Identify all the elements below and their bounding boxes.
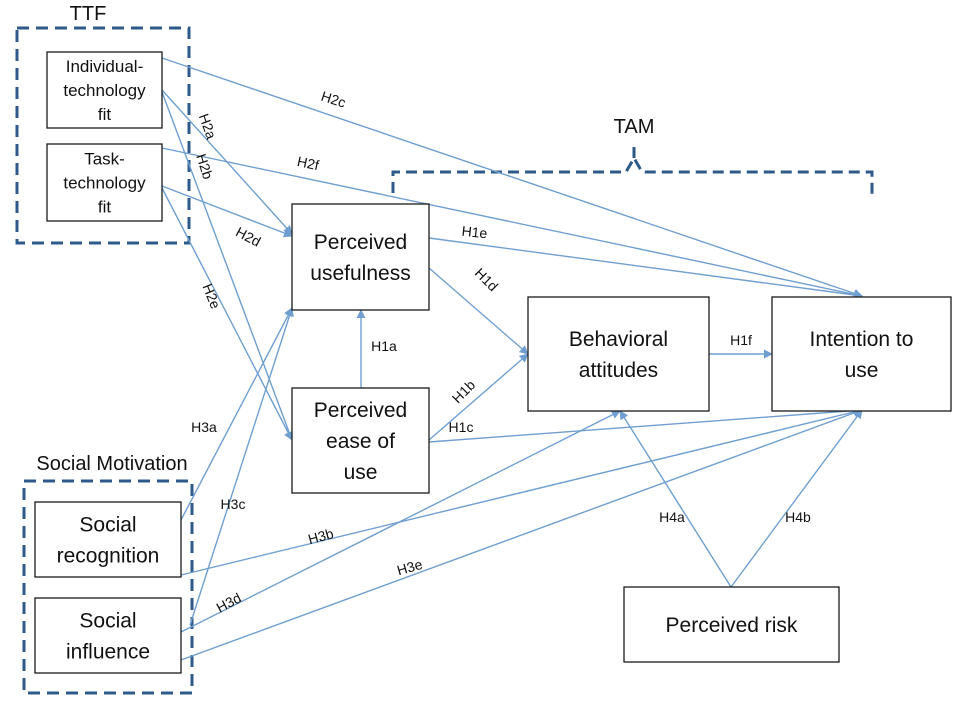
individual-technology-fit-label-line: technology — [63, 81, 146, 100]
perceived-risk-label-line: Perceived risk — [666, 614, 798, 637]
hypothesis-label-h2d: H2d — [233, 223, 263, 249]
social-influence-label-line: Social — [79, 609, 136, 632]
social-motivation-group-border — [22, 479, 194, 695]
social-recognition-node: Social recognition — [34, 501, 182, 578]
perceived-risk-node: Perceived risk — [623, 586, 840, 663]
social-influence-box — [34, 597, 182, 674]
hypothesis-label-h2c: H2c — [319, 88, 348, 111]
behavioral-attitudes-label-line: Behavioral — [569, 328, 668, 351]
hypothesis-label-h1d: H1d — [472, 265, 501, 294]
perceived-usefulness-label-line: usefulness — [310, 262, 410, 285]
tam-group-title: TAM — [614, 116, 655, 138]
hypothesis-label-h2b: H2b — [193, 152, 216, 182]
intention-to-use-label-line: Intention to — [810, 328, 914, 351]
perceived-ease-of-use-box — [291, 387, 430, 494]
perceived-ease-of-use-label-line: Perceived — [314, 399, 407, 422]
social-recognition-box — [34, 501, 182, 578]
perceived-ease-of-use-node: Perceived ease of use — [291, 387, 430, 494]
edge-h1d — [428, 267, 529, 355]
hypothesis-label-h4b: H4b — [785, 509, 811, 525]
individual-technology-fit-box — [46, 51, 163, 129]
edge-h2c — [161, 57, 863, 298]
hypothesis-label-h3c: H3c — [221, 496, 246, 512]
edge-h2b — [161, 91, 294, 441]
task-technology-fit-label-line: Task- — [84, 149, 125, 168]
hypothesis-edges — [161, 57, 863, 661]
behavioral-attitudes-node: Behavioral attitudes — [527, 296, 710, 412]
hypothesis-label-h1c: H1c — [449, 419, 474, 435]
hypothesis-label-h4a: H4a — [659, 509, 685, 525]
hypothesis-labels: H2cH2fH2aH2bH2dH2eH1eH1dH1aH1bH1cH1fH3aH… — [191, 88, 811, 616]
edge-h2a — [161, 89, 293, 235]
hypothesis-label-h1e: H1e — [461, 223, 488, 242]
perceived-ease-of-use-label-line: use — [344, 461, 378, 484]
ttf-group-title: TTF — [70, 3, 107, 25]
edge-h4a — [619, 410, 732, 588]
hypothesis-label-h3e: H3e — [395, 556, 424, 579]
edge-h3c — [189, 307, 294, 626]
intention-to-use-label-line: use — [845, 359, 879, 382]
perceived-ease-of-use-label-line: ease of — [326, 430, 395, 453]
perceived-risk-box — [623, 586, 840, 663]
intention-to-use-node: Intention to use — [771, 296, 952, 412]
hypothesis-label-h1f: H1f — [730, 332, 752, 348]
edge-h2d — [161, 185, 293, 238]
individual-technology-fit-node: Individual-technology fit — [46, 51, 163, 129]
social-motivation-group-title: Social Motivation — [36, 453, 187, 475]
hypothesis-label-h2a: H2a — [196, 111, 220, 141]
task-technology-fit-node: Task-technology fit — [46, 143, 163, 222]
construct-nodes: Individual-technologyfitTask-technologyf… — [34, 51, 952, 674]
hypothesis-label-h3d: H3d — [214, 589, 244, 615]
hypothesis-label-h1a: H1a — [371, 338, 397, 354]
edge-h2e — [161, 187, 293, 441]
ttf-group-border — [15, 26, 191, 245]
individual-technology-fit-label-line: Individual- — [66, 57, 144, 76]
edge-h3e — [180, 408, 863, 661]
intention-to-use-box — [771, 296, 952, 412]
tam-group-brace — [391, 154, 874, 196]
task-technology-fit-box — [46, 143, 163, 222]
perceived-usefulness-box — [291, 203, 430, 311]
hypothesis-label-h2f: H2f — [296, 153, 321, 173]
hypothesis-label-h3b: H3b — [306, 525, 335, 547]
edge-h3d — [180, 410, 621, 633]
behavioral-attitudes-label-line: attitudes — [579, 359, 658, 382]
social-recognition-label-line: recognition — [57, 544, 160, 567]
social-influence-label-line: influence — [66, 640, 150, 663]
social-recognition-label-line: Social — [79, 513, 136, 536]
edge-h1e — [428, 237, 863, 300]
perceived-usefulness-node: Perceived usefulness — [291, 203, 430, 311]
perceived-usefulness-label-line: Perceived — [314, 231, 407, 254]
edge-h2f — [161, 147, 863, 299]
social-influence-node: Social influence — [34, 597, 182, 674]
edge-h1c — [428, 406, 863, 443]
hypothesis-label-h3a: H3a — [191, 419, 217, 435]
edge-h3a — [180, 307, 293, 521]
behavioral-attitudes-box — [527, 296, 710, 412]
task-technology-fit-label-line: fit — [98, 197, 112, 216]
hypothesis-label-h2e: H2e — [199, 281, 224, 311]
edge-h3b — [180, 407, 863, 576]
edge-h1b — [428, 353, 529, 441]
individual-technology-fit-label-line: fit — [98, 105, 112, 124]
edge-h4b — [730, 409, 863, 588]
task-technology-fit-label-line: technology — [63, 173, 146, 192]
